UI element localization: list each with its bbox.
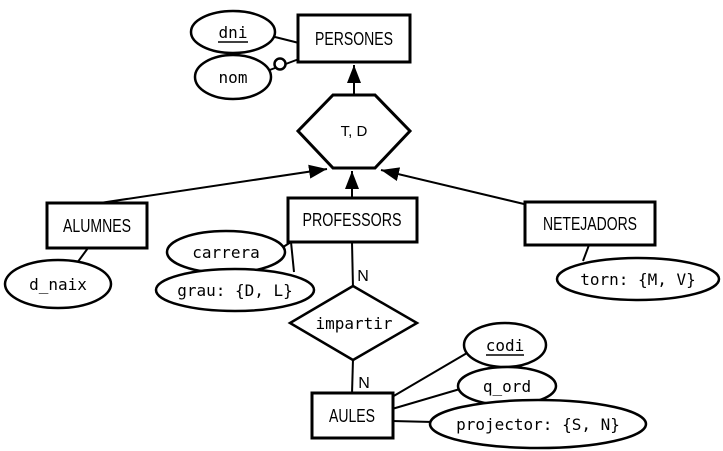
attribute-grau-ellipse <box>154 267 316 313</box>
attribute-torn-label: torn: {M, V} <box>580 270 696 289</box>
specialization-label: T, D <box>341 123 368 140</box>
link-aules-qord <box>391 388 461 410</box>
link-professors-impartir <box>351 241 354 289</box>
relationship-impartir-diamond <box>287 284 420 362</box>
attribute-projector-ellipse <box>428 398 648 450</box>
attribute-dni-label: dni <box>219 23 248 42</box>
link-aules-codi <box>391 352 468 398</box>
attribute-dni-ellipse <box>189 9 277 55</box>
entity-persones-box <box>296 13 412 64</box>
attribute-nom-ellipse <box>193 53 273 101</box>
link-alumnes-to-hexagon-arrow <box>99 164 328 204</box>
attribute-dnaix-label: d_naix <box>29 275 87 294</box>
link-impartir-aules <box>351 358 354 395</box>
entity-professors-label: PROFESSORS <box>303 210 402 230</box>
entity-netejadors-box <box>523 200 657 247</box>
entity-aules-label: AULES <box>329 406 375 426</box>
link-professors-grau <box>290 241 295 273</box>
specialization-hexagon <box>295 93 413 170</box>
attribute-grau-label: grau: {D, L} <box>177 281 293 300</box>
link-netejadors-torn <box>582 244 590 262</box>
attribute-projector-label: projector: {S, N} <box>456 415 620 434</box>
nom-optional-circle-icon <box>273 57 287 71</box>
link-alumnes-dnaix <box>76 247 89 264</box>
entity-netejadors-label: NETEJADORS <box>543 214 637 234</box>
cardinality-professors-impartir: N <box>357 268 369 285</box>
relationship-impartir-label: impartir <box>315 314 392 333</box>
attribute-nom-label: nom <box>219 68 248 87</box>
entity-alumnes-label: ALUMNES <box>63 216 131 236</box>
attribute-carrera-label: carrera <box>192 243 259 262</box>
attribute-qord-label: q_ord <box>483 377 531 396</box>
attribute-dnaix-ellipse <box>3 258 113 310</box>
link-dni-persones <box>270 35 300 44</box>
entity-persones-label: PERSONES <box>315 29 393 49</box>
entity-alumnes-box <box>45 201 149 250</box>
cardinality-aules-impartir: N <box>358 375 370 392</box>
link-netejadors-to-hexagon-arrow <box>380 167 525 205</box>
attribute-codi-label: codi <box>486 336 525 355</box>
link-aules-projector <box>391 420 434 423</box>
attribute-torn-ellipse <box>555 256 721 302</box>
